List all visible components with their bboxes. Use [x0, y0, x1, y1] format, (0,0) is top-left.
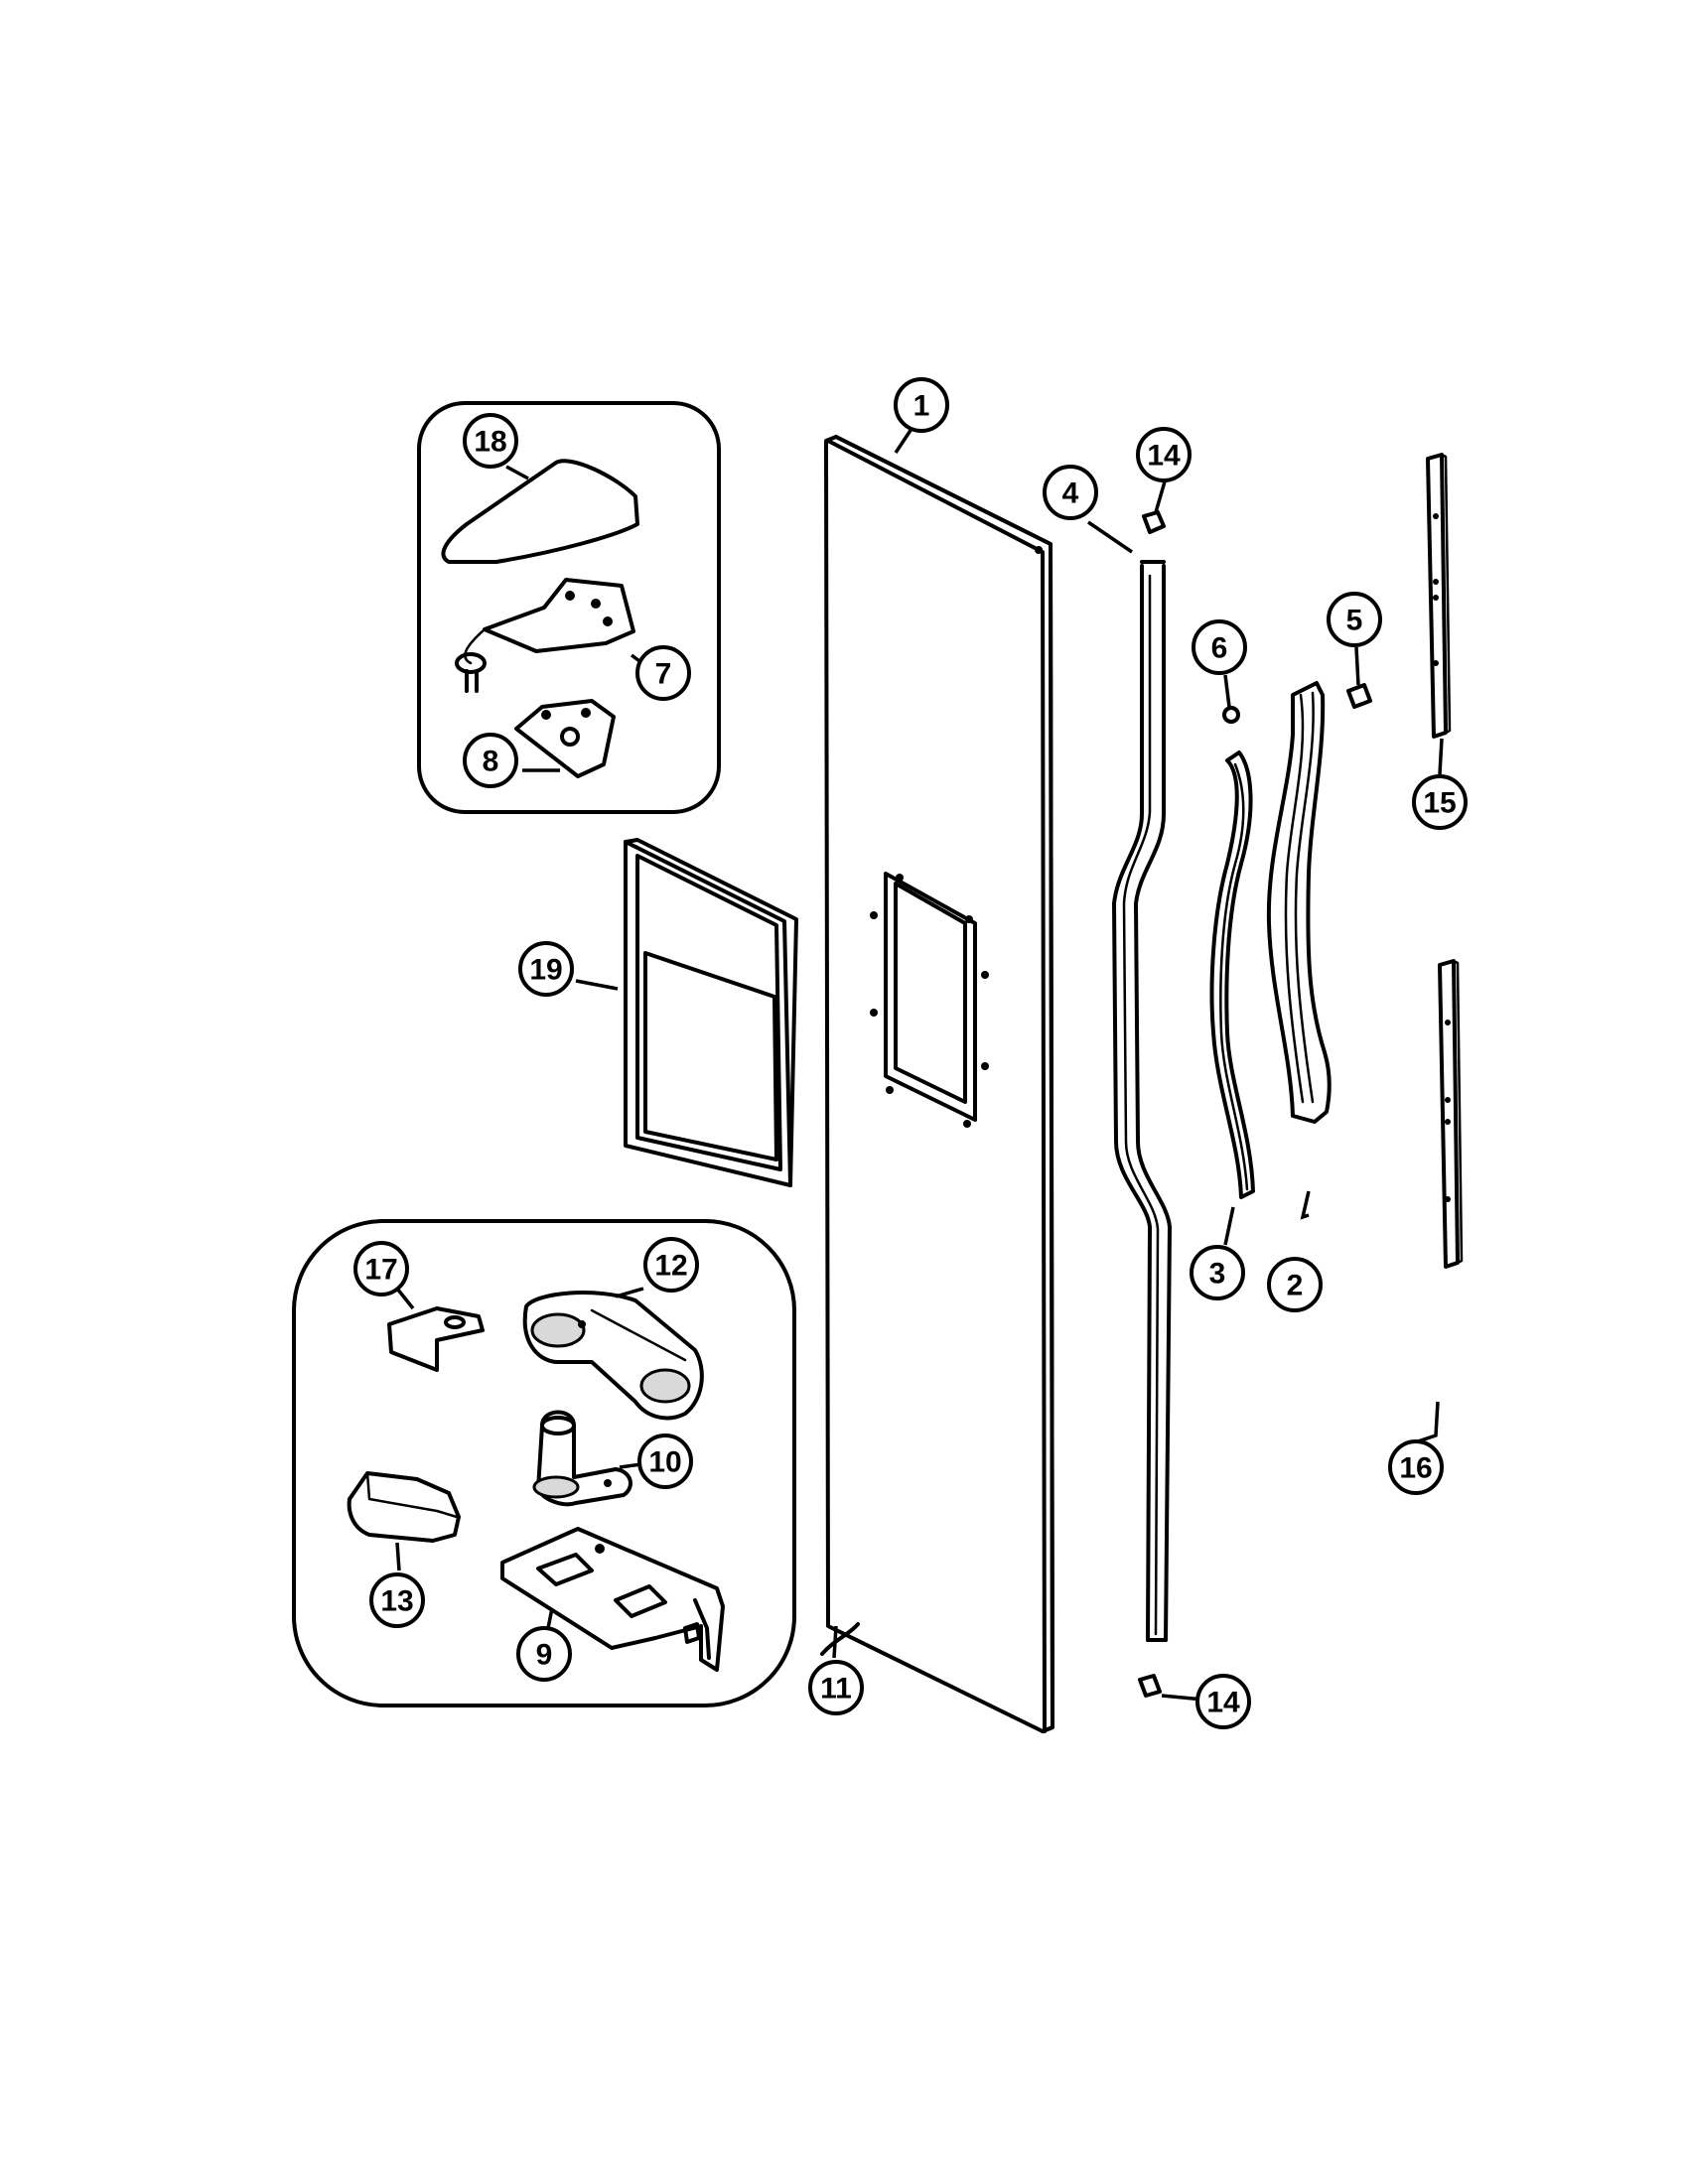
- leader-line: [395, 1287, 415, 1310]
- svg-text:9: 9: [536, 1639, 553, 1672]
- leader-line: [615, 1287, 644, 1298]
- upper-hinge-group: [417, 401, 721, 814]
- callout-9: 9: [516, 1626, 572, 1682]
- callout-18: 18: [463, 413, 518, 469]
- svg-text:11: 11: [820, 1673, 852, 1706]
- svg-text:16: 16: [1399, 1452, 1432, 1485]
- leader-line: [1223, 1206, 1235, 1246]
- svg-text:14: 14: [1206, 1687, 1240, 1719]
- handle-part: [1266, 681, 1332, 1124]
- screw-part: [1222, 706, 1240, 724]
- plug-part: [1346, 683, 1372, 709]
- leader-lines: [395, 422, 1444, 1702]
- svg-text:10: 10: [648, 1446, 681, 1479]
- leader-line: [1438, 738, 1444, 775]
- svg-text:5: 5: [1346, 605, 1363, 637]
- callout-3: 3: [1190, 1245, 1245, 1300]
- svg-text:6: 6: [1211, 632, 1228, 665]
- dispenser-frame-part: [624, 838, 798, 1187]
- leader-line: [832, 1625, 838, 1659]
- leader-line: [1417, 1401, 1440, 1443]
- trim-strip-bottom-part: [1438, 959, 1464, 1269]
- door-gasket-part: [1112, 560, 1172, 1642]
- callout-16: 16: [1388, 1439, 1444, 1495]
- svg-text:19: 19: [529, 954, 562, 987]
- end-cap-top-part: [1142, 510, 1166, 534]
- small-bracket-part: [387, 1306, 485, 1372]
- callout-19: 19: [518, 941, 574, 997]
- svg-text:15: 15: [1423, 787, 1456, 820]
- trim-strip-top-part: [1426, 453, 1452, 739]
- callout-11: 11: [808, 1660, 864, 1715]
- leader-line: [1223, 674, 1231, 708]
- svg-text:17: 17: [364, 1254, 397, 1287]
- end-cap-bottom-part: [1138, 1674, 1162, 1698]
- callout-14-top: 14: [1136, 427, 1192, 482]
- callout-14-bottom: 14: [1195, 1674, 1251, 1729]
- svg-text:7: 7: [655, 658, 672, 691]
- callouts: 1 2 3 4 5 6 7 8: [353, 377, 1468, 1729]
- door-panel-part: [820, 435, 1054, 1733]
- svg-text:12: 12: [654, 1250, 687, 1283]
- svg-text:4: 4: [1062, 478, 1079, 510]
- svg-text:2: 2: [1287, 1270, 1304, 1302]
- callout-15: 15: [1412, 774, 1468, 830]
- wire-part: [820, 1622, 860, 1656]
- lower-hinge-group: [292, 1219, 796, 1707]
- callout-1: 1: [894, 377, 949, 433]
- leader-line: [395, 1542, 401, 1571]
- leader-line: [1354, 646, 1360, 686]
- callout-4: 4: [1043, 465, 1098, 520]
- svg-text:14: 14: [1147, 440, 1181, 473]
- lower-hinge-cover-part: [347, 1471, 461, 1543]
- svg-text:18: 18: [474, 426, 506, 459]
- callout-10: 10: [637, 1433, 693, 1489]
- hinge-cover-part: [441, 459, 639, 564]
- callout-6: 6: [1192, 619, 1247, 675]
- callout-12: 12: [643, 1237, 699, 1293]
- leader-line: [575, 979, 619, 991]
- leader-line: [1087, 520, 1133, 554]
- callout-13: 13: [369, 1572, 425, 1628]
- callout-2: 2: [1267, 1257, 1323, 1312]
- callout-5: 5: [1327, 592, 1382, 647]
- callout-8: 8: [463, 733, 518, 788]
- handle-trim-part: [1209, 751, 1255, 1199]
- svg-text:1: 1: [913, 390, 930, 423]
- svg-text:8: 8: [483, 746, 499, 778]
- callout-7: 7: [635, 645, 691, 701]
- lower-hinge-part: [500, 1527, 725, 1672]
- svg-text:3: 3: [1209, 1258, 1226, 1291]
- lower-hinge-box: [292, 1219, 796, 1707]
- leader-line: [1300, 1190, 1311, 1220]
- upper-hinge-box: [417, 401, 721, 814]
- svg-text:13: 13: [380, 1585, 413, 1618]
- leader-line: [505, 465, 529, 480]
- callout-17: 17: [353, 1241, 409, 1297]
